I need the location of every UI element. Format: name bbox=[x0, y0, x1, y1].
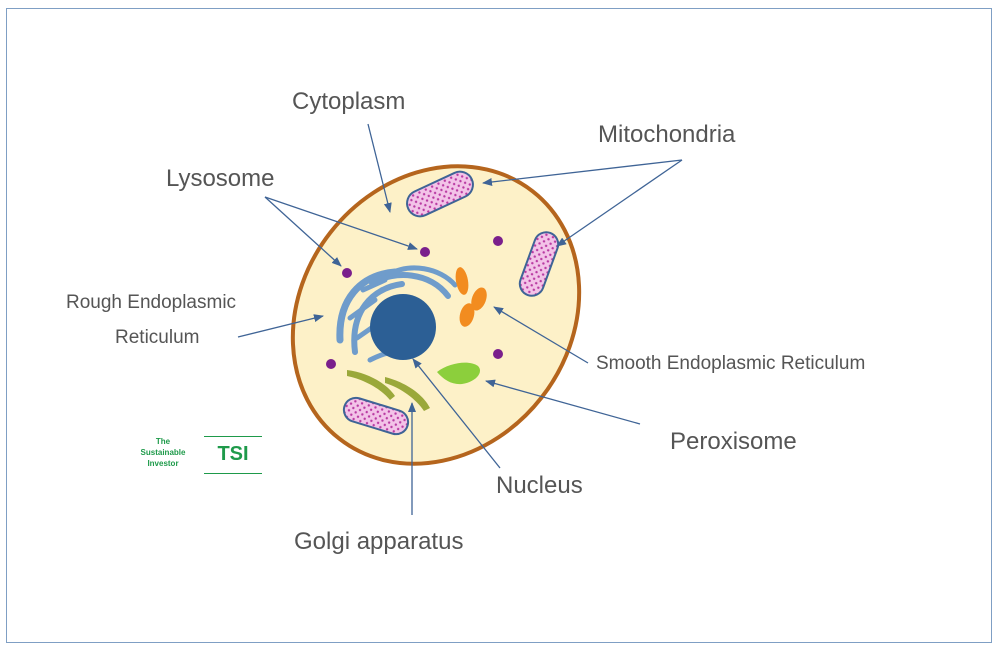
logo-mark: TSI bbox=[204, 436, 262, 474]
mitochondria bbox=[342, 170, 560, 436]
logo-line1: The bbox=[155, 437, 171, 446]
smooth-er bbox=[455, 267, 487, 327]
nucleus bbox=[370, 294, 436, 360]
label-cytoplasm: Cytoplasm bbox=[292, 88, 406, 115]
label-lysosome: Lysosome bbox=[166, 165, 275, 192]
pointer-arrows bbox=[237, 123, 683, 515]
label-nucleus: Nucleus bbox=[496, 472, 583, 499]
label-mitochondria: Mitochondria bbox=[598, 121, 736, 148]
label-golgi: Golgi apparatus bbox=[294, 528, 464, 555]
logo-wordmark: The Sustainable Investor bbox=[128, 436, 198, 469]
cell-membrane bbox=[290, 164, 582, 466]
logo-line3: Investor bbox=[147, 459, 179, 468]
label-rough-er-line1: Rough Endoplasmic bbox=[66, 292, 237, 313]
golgi-apparatus bbox=[347, 370, 430, 411]
diagram-frame bbox=[6, 8, 992, 643]
label-smooth-er: Smooth Endoplasmic Reticulum bbox=[596, 353, 866, 374]
peroxisome bbox=[437, 362, 481, 385]
lysosomes bbox=[326, 236, 503, 369]
logo-line2: Sustainable bbox=[140, 448, 186, 457]
tsi-logo: The Sustainable Investor TSI bbox=[128, 436, 268, 476]
label-peroxisome: Peroxisome bbox=[670, 428, 797, 455]
rough-er bbox=[336, 265, 458, 363]
label-rough-er-line2: Reticulum bbox=[115, 327, 200, 348]
